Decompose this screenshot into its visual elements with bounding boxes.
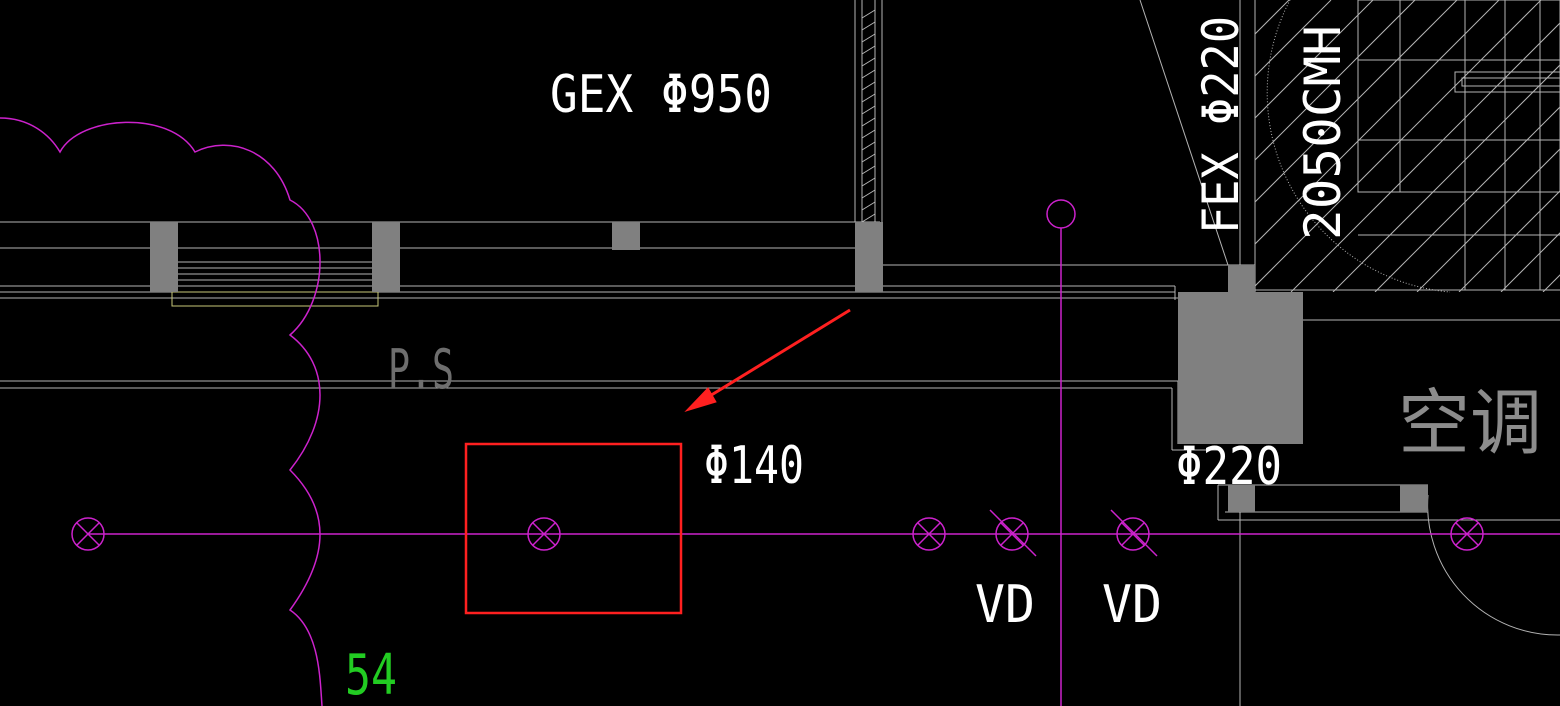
wall-hatch-line [861,105,876,115]
wall-hatch-line [861,69,876,79]
wall-hatch-line [861,141,876,151]
revision-cloud [0,117,323,706]
wall-hatch-line [861,177,876,187]
hatch-line [1255,0,1500,245]
cmh-label: 2050CMH [1294,25,1352,240]
vd-label-1: VD [975,575,1035,635]
wall-hatch-line [861,45,876,55]
equipment-frame [1254,0,1560,293]
hatch-line [1290,22,1560,292]
hatch-line [1255,0,1542,287]
wall-hatch-line [861,165,876,175]
wall-hatch-line [861,129,876,139]
phi140-label: Φ140 [704,436,804,496]
hatch-line [1332,64,1560,292]
phi220-label: Φ220 [1176,437,1282,497]
hatch-line [1374,106,1560,292]
wall-hatch-line [861,153,876,163]
wall-hatch-line [861,9,876,19]
wall-hatch-line [861,81,876,91]
hatch-line [1458,190,1560,292]
diffuser-symbols [71,517,1484,551]
hatch-line [1255,0,1374,119]
gex-label: GEX Φ950 [550,65,772,125]
wall-hatch-line [861,189,876,199]
vd-label-2: VD [1102,575,1162,635]
wall-hatch-line [861,213,876,223]
wall-hatch-line [861,93,876,103]
hatch-line [1542,274,1560,292]
wall-hatch-line [861,117,876,127]
wall-hatch-line [861,57,876,67]
wall-hatch-line [861,21,876,31]
ps-label: P.S [388,338,454,401]
window-sill [171,291,379,307]
hatch-line [1255,0,1332,77]
structural-columns [150,222,1428,512]
wall-hatch-line [861,201,876,211]
wall-hatch [861,9,876,223]
diffuser-icon [1450,517,1484,551]
wall-hatch-line [861,33,876,43]
diffuser-icon [1116,517,1150,551]
hatch-line [1255,0,1458,203]
annotation-arrow [684,308,851,413]
magenta-vertical-axis [1046,199,1076,706]
hatch-line [1500,232,1560,292]
fex-label: FEX Φ220 [1192,16,1250,234]
hatch-line [1416,148,1560,292]
diffuser-icon [912,517,946,551]
diffuser-icon [71,517,105,551]
vd-damper-slashes [989,509,1158,557]
number-54-label: 54 [345,643,397,706]
highlight-box[interactable] [464,442,683,615]
diffuser-icon [995,517,1029,551]
aircon-label: 空调 [1398,381,1542,465]
diffuser-icon [527,517,561,551]
hatch-line [1255,0,1416,161]
diagonal-leader-line [1139,0,1229,266]
hatched-equipment-area [1255,0,1560,292]
